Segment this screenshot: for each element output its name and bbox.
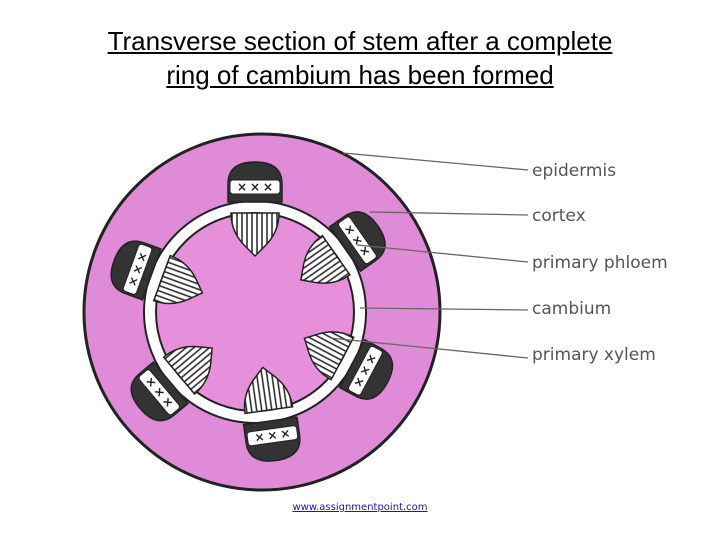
primary-xylem-wedge: [303, 331, 355, 381]
cambium-leader-line: [359, 307, 529, 311]
label-cortex: cortex: [532, 206, 586, 226]
slide-title: Transverse section of stem after a compl…: [20, 24, 700, 92]
phloem-band: [246, 425, 299, 447]
primary-xylem-wedge: [162, 345, 213, 396]
epidermis-leader-line: [342, 152, 529, 171]
vascular-bundle: ×××: [227, 161, 283, 258]
vascular-bundles: ××××××××××××××××××: [110, 161, 394, 462]
x-mark: ×: [125, 274, 142, 288]
phloem-leader-line: [356, 244, 529, 263]
xylem-leader-line: [329, 337, 529, 359]
x-mark: ×: [254, 430, 266, 445]
vascular-bundle: ×××: [300, 211, 386, 284]
x-mark: ×: [134, 250, 151, 264]
vascular-bundle: ×××: [242, 366, 301, 462]
phloem-band: [337, 216, 377, 265]
title-line-1: Transverse section of stem after a compl…: [107, 26, 613, 56]
leader-lines: [329, 152, 529, 359]
label-epidermis: epidermis: [532, 161, 616, 181]
x-mark: ×: [279, 426, 291, 441]
primary-xylem-wedge: [230, 212, 280, 258]
x-mark: ×: [263, 180, 273, 194]
label-primary-xylem: primary xylem: [532, 345, 656, 365]
primary-xylem-wedge: [243, 366, 294, 415]
phloem-band: [348, 345, 383, 396]
x-mark: ×: [250, 180, 260, 194]
phloem-band: [138, 369, 180, 416]
footer-url-link[interactable]: www.assignmentpoint.com: [292, 502, 428, 513]
phloem-band: [229, 179, 281, 195]
primary-xylem-wedge: [300, 234, 351, 284]
title-line-2: ring of cambium has been formed: [166, 60, 554, 90]
primary-xylem-wedge: [152, 254, 204, 305]
label-cambium: cambium: [532, 299, 611, 319]
label-primary-phloem: primary phloem: [532, 253, 668, 273]
cortex-leader-line: [369, 211, 529, 216]
phloem-band: [122, 243, 153, 295]
x-mark: ×: [266, 428, 278, 443]
vascular-bundle: ×××: [130, 345, 213, 422]
vascular-bundle: ×××: [110, 240, 204, 305]
x-mark: ×: [237, 180, 247, 194]
x-mark: ×: [129, 262, 146, 276]
vascular-bundle: ×××: [303, 331, 394, 400]
